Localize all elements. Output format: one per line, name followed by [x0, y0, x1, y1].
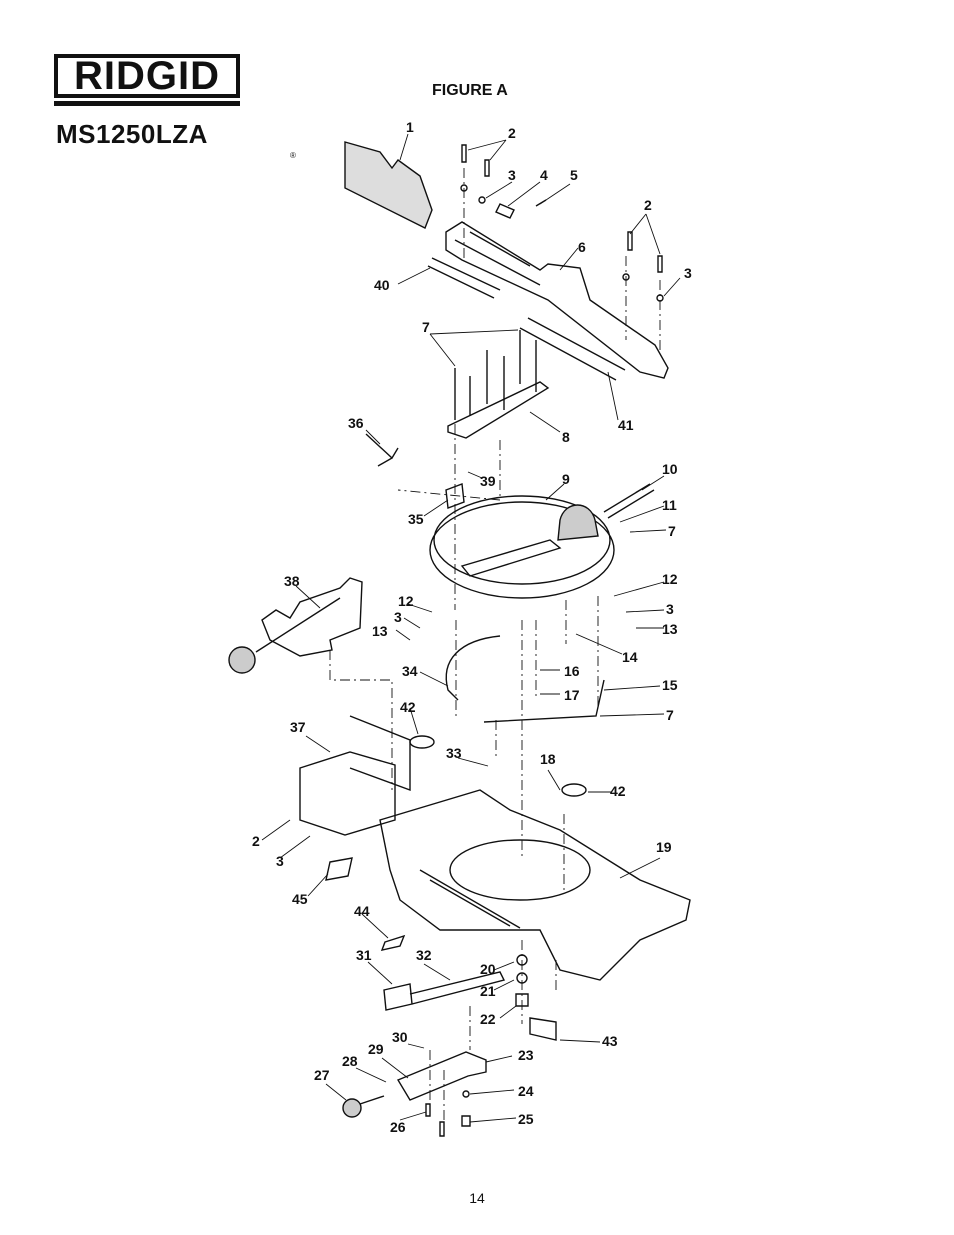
part-36-hex-key [365, 433, 399, 467]
part-10-rod [603, 483, 655, 519]
callout-34: 34 [402, 663, 418, 679]
page-number: 14 [469, 1190, 485, 1206]
part-32-arm [409, 971, 506, 1005]
callout-11: 11 [662, 497, 677, 513]
callout-8: 8 [562, 429, 570, 445]
callout-33: 33 [446, 745, 462, 761]
callout-17: 17 [564, 687, 580, 703]
callout-20: 20 [480, 961, 496, 977]
callout-27: 27 [314, 1067, 330, 1083]
callout-28: 28 [342, 1053, 358, 1069]
ridgid-logo: RIDGID ® [54, 54, 296, 160]
callout-29: 29 [368, 1041, 384, 1057]
exploded-parts-diagram: 1 2 3 4 5 6 2 3 40 7 8 41 36 9 10 11 7 3… [228, 119, 692, 1137]
callout-6: 6 [578, 239, 586, 255]
callout-18: 18 [540, 751, 556, 767]
callout-15: 15 [662, 677, 678, 693]
part-38-clamp [261, 577, 363, 657]
callout-4: 4 [540, 167, 548, 183]
callout-2c: 2 [252, 833, 260, 849]
callout-21: 21 [480, 983, 496, 999]
callout-38: 38 [284, 573, 300, 589]
callout-41: 41 [618, 417, 634, 433]
callout-35: 35 [408, 511, 424, 527]
callout-23: 23 [518, 1047, 534, 1063]
callout-5: 5 [570, 167, 578, 183]
part-8-insert [447, 381, 550, 439]
part-6-fence [445, 221, 669, 379]
callout-26: 26 [390, 1119, 406, 1135]
part-9-turntable [429, 501, 615, 599]
callout-10: 10 [662, 461, 678, 477]
callout-1: 1 [406, 119, 414, 135]
part-40-strip [427, 257, 501, 299]
callout-3c: 3 [394, 609, 402, 625]
part-19-base [379, 789, 691, 981]
callout-32: 32 [416, 947, 432, 963]
part-23-arm [396, 1051, 487, 1101]
callout-22: 22 [480, 1011, 496, 1027]
callout-36: 36 [348, 415, 364, 431]
callout-16: 16 [564, 663, 580, 679]
part-41-strip [519, 317, 626, 381]
brand-name: RIDGID [54, 54, 240, 98]
callout-2b: 2 [644, 197, 652, 213]
callout-3b: 3 [684, 265, 692, 281]
callout-42b: 42 [610, 783, 626, 799]
registered-mark: ® [290, 151, 296, 160]
callout-2: 2 [508, 125, 516, 141]
callout-31: 31 [356, 947, 372, 963]
callout-43: 43 [602, 1033, 618, 1049]
callout-12: 12 [398, 593, 414, 609]
callout-7b: 7 [668, 523, 676, 539]
callout-24: 24 [518, 1083, 534, 1099]
model-number: MS1250LZA [56, 119, 208, 149]
callout-40: 40 [374, 277, 390, 293]
part-1-shape [344, 141, 433, 229]
callout-9: 9 [562, 471, 570, 487]
callout-14: 14 [622, 649, 638, 665]
callout-45: 45 [292, 891, 308, 907]
callout-7: 7 [422, 319, 430, 335]
part-34-plate [445, 635, 501, 701]
callout-30: 30 [392, 1029, 408, 1045]
callout-19: 19 [656, 839, 672, 855]
callout-3d: 3 [666, 601, 674, 617]
callout-7c: 7 [666, 707, 674, 723]
callout-37: 37 [290, 719, 306, 735]
callout-42: 42 [400, 699, 416, 715]
part-37-box [299, 751, 396, 836]
callout-3e: 3 [276, 853, 284, 869]
callout-39: 39 [480, 473, 496, 489]
part-15-plate [483, 679, 605, 723]
callout-3: 3 [508, 167, 516, 183]
callout-25: 25 [518, 1111, 534, 1127]
callout-13b: 13 [662, 621, 678, 637]
figure-title: FIGURE A [432, 82, 508, 99]
callout-12b: 12 [662, 571, 678, 587]
callout-13: 13 [372, 623, 388, 639]
part-31-bracket [383, 983, 413, 1011]
logo-underline [54, 101, 240, 106]
callout-44: 44 [354, 903, 370, 919]
